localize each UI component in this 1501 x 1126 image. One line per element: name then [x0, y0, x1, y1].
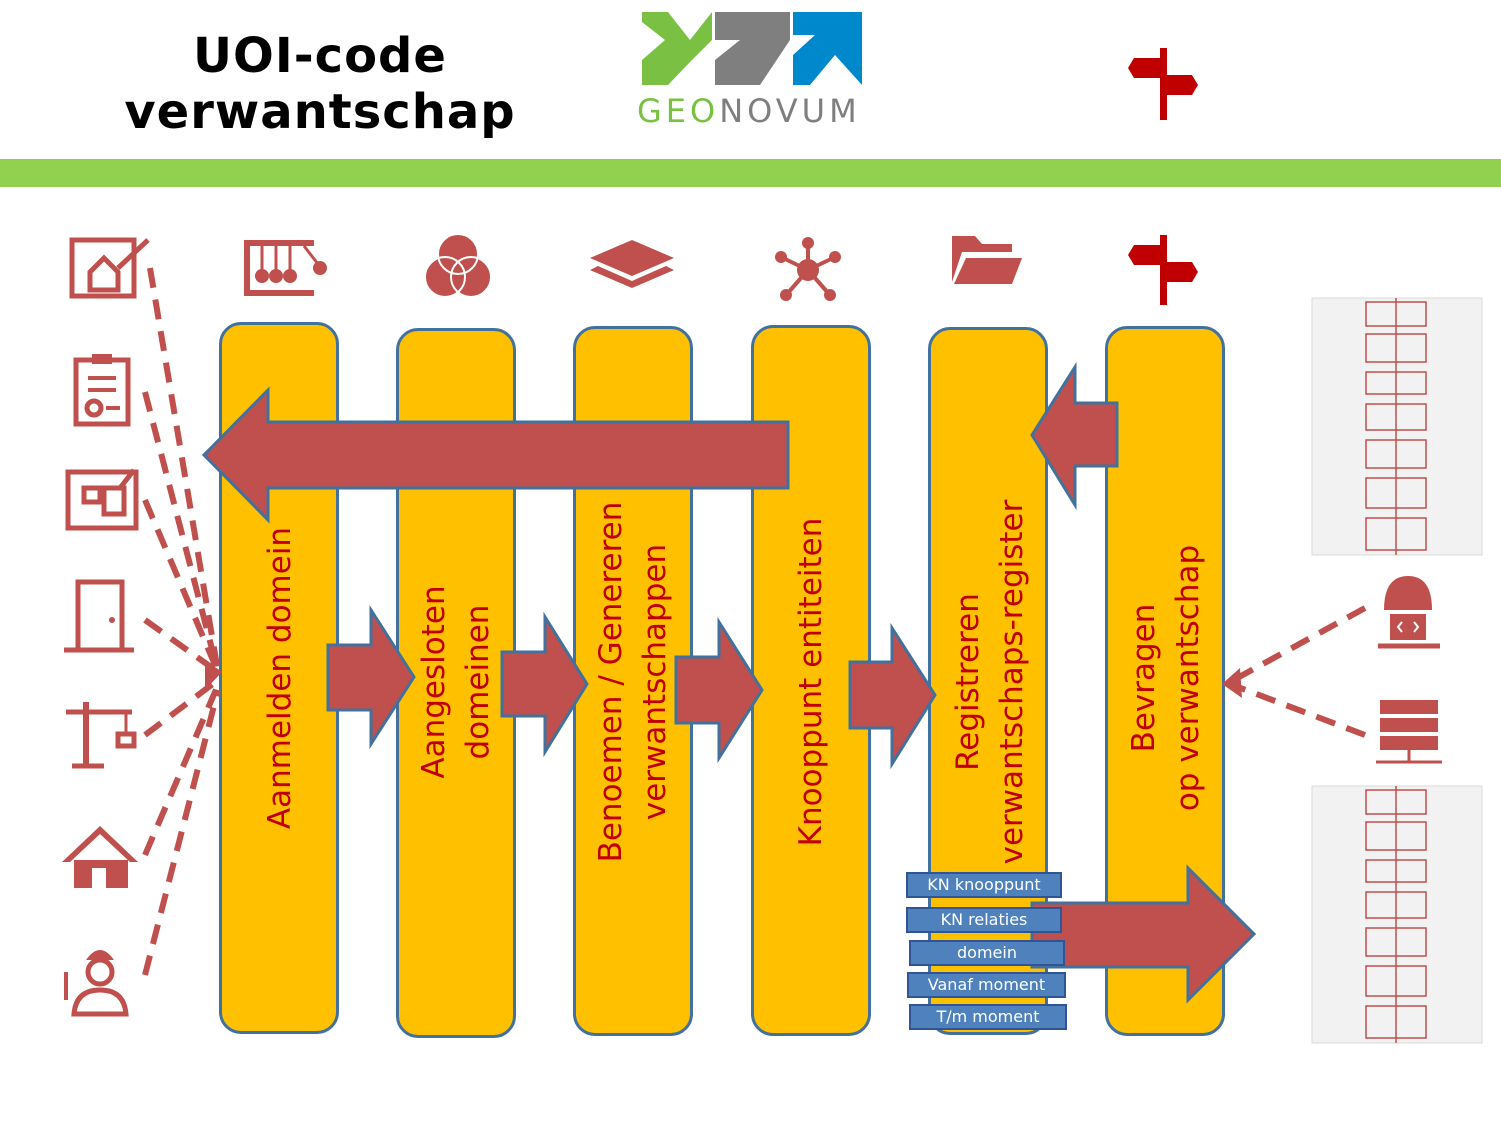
register-field-vanaf-moment: Vanaf moment [907, 972, 1066, 998]
label-knooppunt-line1: Knooppunt entiteiten [793, 517, 829, 847]
output-arrow [1030, 864, 1257, 1004]
label-benoemen-line1: Benoemen / Genereren [593, 501, 629, 863]
logo-prefix: GEO [637, 92, 720, 130]
title-line-2: verwantschap [124, 84, 516, 140]
label-bevragen-line2: op verwantschap [1170, 544, 1206, 812]
label-knooppunt: Knooppunt entiteiten [789, 518, 833, 847]
venn-diagram-icon [424, 233, 492, 298]
accent-bar [0, 159, 1501, 187]
consumer-dashed-lines [1222, 605, 1367, 738]
label-registreren-line1: Registreren [950, 593, 986, 771]
server-icon [1376, 700, 1442, 764]
process-arrow-2 [500, 611, 589, 758]
label-registreren-line2: verwantschaps-register [994, 499, 1030, 865]
house-plan-icon [69, 237, 150, 299]
label-benoemen-line2: verwantschappen [637, 543, 673, 821]
logo-suffix: NOVUM [719, 92, 861, 130]
signpost-header-icon [1128, 48, 1198, 120]
page-title: UOI-code verwantschap [100, 28, 540, 140]
register-field-tm-moment: T/m moment [909, 1004, 1067, 1030]
electrician-icon [64, 950, 129, 1017]
label-benoemen: Benoemen / Genereren verwantschappen [589, 502, 677, 863]
label-aangesloten: Aangesloten domeinen [412, 585, 500, 778]
developer-icon [1378, 576, 1440, 649]
floor-plan-icon [65, 468, 139, 531]
register-field-kn-knooppunt: KN knooppunt [906, 872, 1062, 898]
label-registreren: Registreren verwantschaps-register [946, 500, 1034, 865]
label-bevragen-line1: Bevragen [1126, 603, 1162, 753]
feedback-arrow-left [201, 386, 790, 524]
folder-icon [952, 236, 1022, 284]
process-arrow-3 [674, 616, 764, 764]
label-bevragen: Bevragen op verwantschap [1122, 545, 1210, 811]
label-aanmelden: Aanmelden domein [258, 527, 302, 829]
door-icon [64, 579, 134, 653]
process-arrow-4 [848, 622, 937, 770]
logo-wordmark: GEONOVUM [637, 92, 877, 130]
database-tables-icon [1311, 785, 1483, 1044]
signpost-icon [1128, 235, 1198, 305]
geonovum-logo-icon [642, 12, 862, 85]
layers-icon [590, 240, 674, 288]
label-aanmelden-line1: Aanmelden domein [262, 526, 298, 830]
process-arrow-1 [326, 604, 416, 750]
label-aangesloten-line2: domeinen [460, 604, 496, 760]
network-node-icon [775, 237, 841, 301]
crane-icon [66, 702, 137, 769]
house-icon [62, 826, 138, 888]
label-aangesloten-line1: Aangesloten [416, 585, 452, 779]
query-arrow-left [1030, 361, 1119, 511]
newtons-cradle-icon [244, 240, 327, 296]
title-line-1: UOI-code [193, 28, 447, 84]
register-field-domein: domein [909, 940, 1065, 966]
register-field-kn-relaties: KN relaties [906, 907, 1062, 933]
database-tables-icon [1311, 297, 1483, 556]
source-dashed-lines [142, 267, 222, 976]
certificate-icon [73, 354, 131, 427]
